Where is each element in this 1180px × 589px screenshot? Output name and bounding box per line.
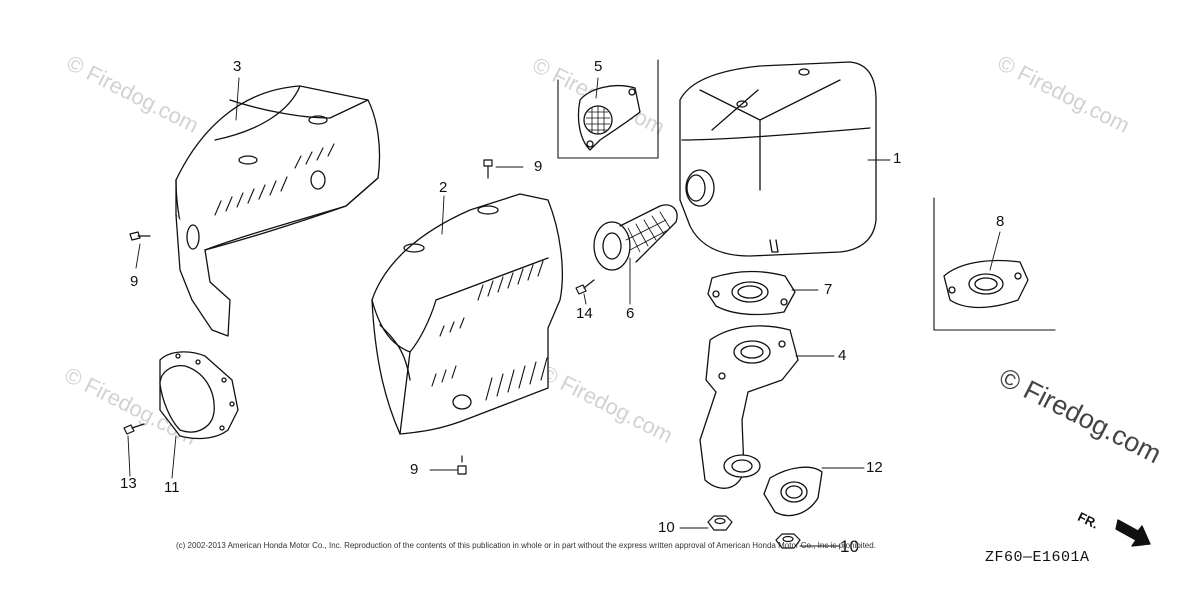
- bolt-13: [123, 423, 145, 435]
- callout-14: 14: [576, 305, 593, 322]
- part-11-cap: [159, 351, 239, 440]
- bolt-9-left: [129, 231, 151, 241]
- part-1-muffler: [679, 61, 877, 257]
- part-6-screen: [593, 204, 678, 271]
- copyright-notice: (c) 2002-2013 American Honda Motor Co., …: [176, 541, 876, 550]
- callout-13: 13: [120, 475, 137, 492]
- callout-8: 8: [996, 213, 1005, 230]
- part-5-spark-arrester: [557, 59, 659, 159]
- part-7-gasket: [707, 270, 796, 316]
- bolt-9-lower: [457, 455, 467, 475]
- callout-10-left: 10: [658, 519, 675, 536]
- bolt-9-upper: [483, 159, 493, 179]
- leader-lines: [127, 77, 1001, 547]
- part-2-protector: [371, 193, 564, 435]
- callout-11: 11: [164, 479, 180, 496]
- fasteners: [123, 159, 801, 549]
- nut-10-right: [775, 533, 801, 549]
- bolt-14: [575, 279, 595, 295]
- nut-10-left: [707, 515, 733, 531]
- callout-6: 6: [626, 305, 635, 322]
- callout-4: 4: [838, 347, 847, 364]
- callout-5: 5: [594, 58, 603, 75]
- callout-7: 7: [824, 281, 833, 298]
- callout-1: 1: [893, 150, 902, 167]
- part-8-gasket: [933, 197, 1056, 331]
- part-12-gasket: [763, 466, 823, 517]
- callout-2: 2: [439, 179, 448, 196]
- callout-9-upper: 9: [534, 158, 543, 175]
- callout-3: 3: [233, 58, 242, 75]
- front-direction-arrow-icon: [1115, 519, 1151, 547]
- callout-9-left: 9: [130, 273, 139, 290]
- callout-9-lower: 9: [410, 461, 419, 478]
- part-4-exhaust-pipe: [699, 325, 799, 489]
- part-3-shroud: [175, 85, 381, 337]
- callout-10-right: 10: [840, 537, 859, 556]
- diagram-code: ZF60—E1601A: [985, 549, 1090, 566]
- callout-12: 12: [866, 459, 883, 476]
